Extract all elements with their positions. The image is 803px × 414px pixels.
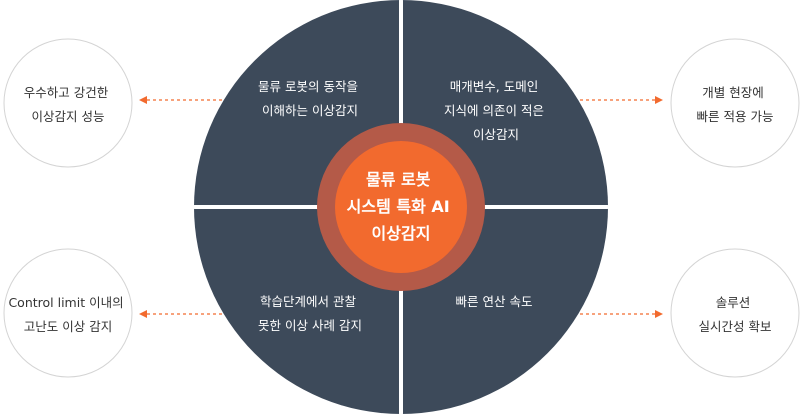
side-circle-bottom-right-text: 솔루션 실시간성 확보 (699, 295, 772, 334)
side-circle-bottom-right: 솔루션 실시간성 확보 (670, 248, 800, 378)
quadrant-bottom-left-line-1: 학습단계에서 관찰 (260, 294, 356, 309)
quadrant-bottom-left-line-2: 못한 이상 사례 감지 (258, 318, 362, 333)
quadrant-bottom-right-text: 빠른 연산 속도 (456, 294, 533, 309)
center-core (335, 141, 467, 273)
side-circle-top-left: 우수하고 강건한 이상감지 성능 (3, 38, 133, 168)
side-circle-top-right-line-2: 빠른 적용 가능 (697, 109, 774, 124)
quadrant-top-right-line-2: 지식에 의존이 적은 (444, 103, 544, 118)
side-circle-top-right: 개별 현장에 빠른 적용 가능 (670, 38, 800, 168)
side-circle-top-left-line-1: 우수하고 강건한 (24, 85, 109, 100)
quadrant-bottom-left-text: 학습단계에서 관찰 못한 이상 사례 감지 (258, 294, 362, 333)
quadrant-bottom-right-line-1: 빠른 연산 속도 (456, 294, 533, 309)
side-circle-bottom-left: Control limit 이내의 고난도 이상 감지 (3, 248, 133, 378)
side-circle-bottom-right-line-2: 실시간성 확보 (699, 319, 772, 334)
side-circle-bottom-left-line-2: 고난도 이상 감지 (24, 319, 112, 334)
quadrant-top-right-text: 매개변수, 도메인 지식에 의존이 적은 이상감지 (444, 79, 548, 142)
side-circle-bottom-left-line-1: Control limit 이내의 (8, 295, 123, 310)
side-circle-bottom-right-line-1: 솔루션 (716, 295, 751, 310)
side-circle-top-right-text: 개별 현장에 빠른 적용 가능 (697, 85, 774, 124)
quadrant-top-right-line-3: 이상감지 (473, 127, 519, 142)
center-label-line-1: 물류 로봇 (366, 170, 431, 189)
side-circle-bottom-left-text: Control limit 이내의 고난도 이상 감지 (8, 295, 127, 334)
quadrant-top-left-text: 물류 로봇의 동작을 이해하는 이상감지 (258, 79, 362, 118)
center-label-line-2: 시스템 특화 AI (347, 197, 450, 216)
quadrant-top-left-line-1: 물류 로봇의 동작을 (258, 79, 358, 94)
quadrant-top-right-line-1: 매개변수, 도메인 (450, 79, 538, 94)
side-circle-top-left-text: 우수하고 강건한 이상감지 성능 (24, 85, 112, 124)
side-circle-top-right-line-1: 개별 현장에 (702, 85, 763, 100)
center-label: 물류 로봇 시스템 특화 AI 이상감지 (347, 170, 456, 243)
center-label-line-3: 이상감지 (372, 224, 431, 243)
side-circle-top-left-line-2: 이상감지 성능 (32, 109, 105, 124)
quadrant-top-left-line-2: 이해하는 이상감지 (262, 103, 358, 118)
